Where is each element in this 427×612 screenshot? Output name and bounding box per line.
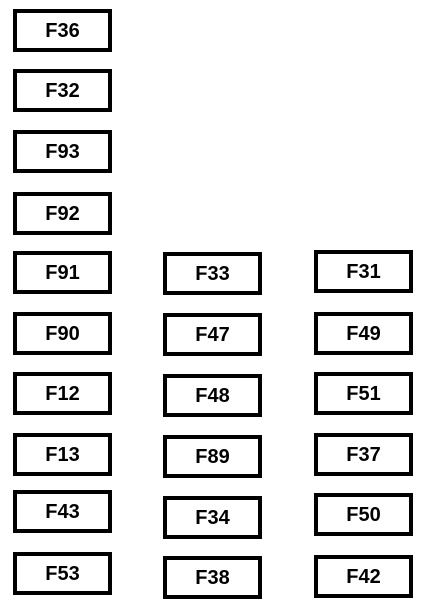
fuse-f12: F12 <box>13 372 112 415</box>
fuse-f92: F92 <box>13 192 112 235</box>
fuse-label: F48 <box>195 384 230 407</box>
fuse-f32: F32 <box>13 69 112 112</box>
fuse-label: F43 <box>45 500 80 523</box>
fuse-label: F31 <box>346 260 381 283</box>
fuse-label: F33 <box>195 262 230 285</box>
fuse-f49: F49 <box>314 312 413 355</box>
fuse-f42: F42 <box>314 555 413 598</box>
fuse-label: F34 <box>195 506 230 529</box>
fuse-label: F42 <box>346 565 381 588</box>
fuse-label: F12 <box>45 382 80 405</box>
fuse-f38: F38 <box>163 556 262 599</box>
fuse-label: F13 <box>45 443 80 466</box>
fuse-f48: F48 <box>163 374 262 417</box>
fuse-f91: F91 <box>13 251 112 294</box>
fuse-f93: F93 <box>13 130 112 173</box>
fuse-label: F38 <box>195 566 230 589</box>
fuse-f13: F13 <box>13 433 112 476</box>
fuse-f34: F34 <box>163 496 262 539</box>
fuse-label: F51 <box>346 382 381 405</box>
fuse-label: F92 <box>45 202 80 225</box>
fuse-f53: F53 <box>13 552 112 595</box>
fuse-label: F93 <box>45 140 80 163</box>
fuse-label: F36 <box>45 19 80 42</box>
fuse-f50: F50 <box>314 493 413 536</box>
fuse-label: F47 <box>195 323 230 346</box>
fuse-label: F49 <box>346 322 381 345</box>
fuse-f36: F36 <box>13 9 112 52</box>
fuse-f43: F43 <box>13 490 112 533</box>
fuse-label: F90 <box>45 322 80 345</box>
fuse-f90: F90 <box>13 312 112 355</box>
fuse-f89: F89 <box>163 435 262 478</box>
fuse-label: F50 <box>346 503 381 526</box>
fuse-f37: F37 <box>314 433 413 476</box>
fuse-f33: F33 <box>163 252 262 295</box>
fuse-f31: F31 <box>314 250 413 293</box>
fuse-f51: F51 <box>314 372 413 415</box>
fuse-label: F37 <box>346 443 381 466</box>
fuse-label: F89 <box>195 445 230 468</box>
fuse-label: F32 <box>45 79 80 102</box>
fuse-label: F91 <box>45 261 80 284</box>
fuse-label: F53 <box>45 562 80 585</box>
fuse-f47: F47 <box>163 313 262 356</box>
